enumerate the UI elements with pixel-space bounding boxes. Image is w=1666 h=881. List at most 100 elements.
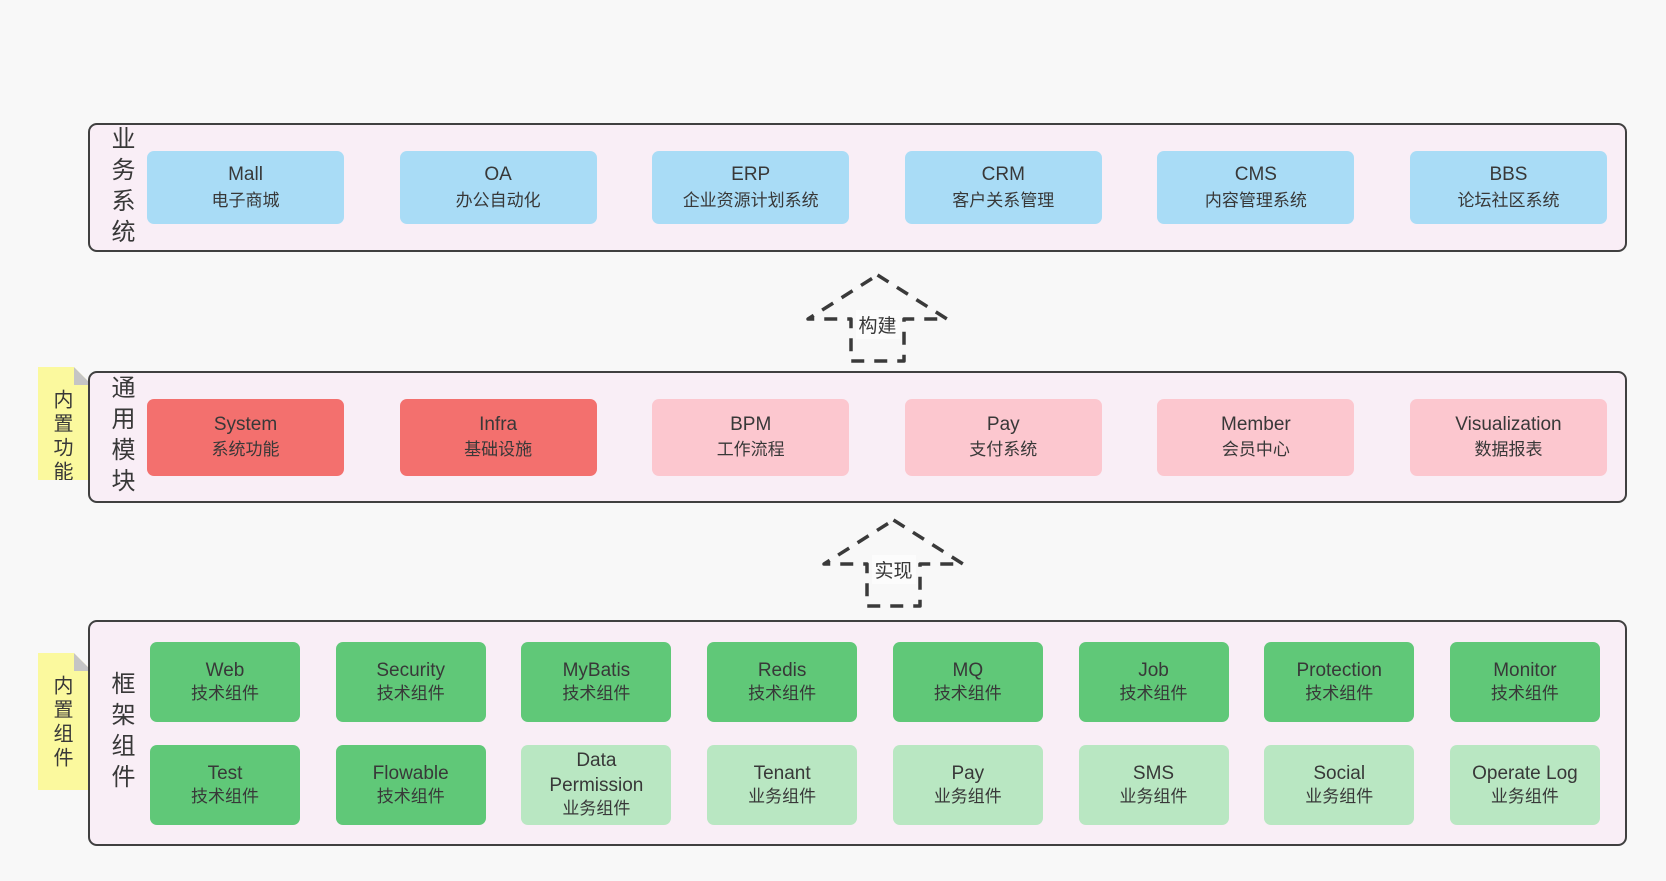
box-rows: Mall 电子商城 OA 办公自动化 ERP 企业资源计划系统 CRM 客户关系管理 CMS 内容… xyxy=(90,125,1625,250)
module-description: 客户关系管理 xyxy=(952,190,1055,210)
module-description: 电子商城 xyxy=(211,190,280,210)
module-name: ERP xyxy=(731,164,771,186)
dashed-up-arrow-icon xyxy=(822,518,965,608)
module-box-system: System 系统功能 xyxy=(147,398,344,476)
module-box-cms: CMS 内容管理系统 xyxy=(1157,151,1355,224)
module-name: Operate Log xyxy=(1472,762,1578,784)
module-description: 技术组件 xyxy=(1305,683,1374,703)
module-description: 业务组件 xyxy=(562,799,631,819)
module-box-infra: Infra 基础设施 xyxy=(399,398,597,476)
module-name: CRM xyxy=(981,164,1025,186)
module-name: Protection xyxy=(1296,659,1382,681)
module-description: 技术组件 xyxy=(1490,683,1559,703)
module-name: Pay xyxy=(951,762,985,784)
section-common-modules: 通用模块 System 系统功能 Infra 基础设施 BPM 工作流程 Pay 支付系统 Me… xyxy=(88,371,1627,503)
module-name: Pay xyxy=(986,413,1020,435)
module-description: 业务组件 xyxy=(1305,786,1374,806)
module-description: 业务组件 xyxy=(1119,786,1188,806)
module-description: 办公自动化 xyxy=(455,190,541,210)
module-description: 技术组件 xyxy=(376,683,445,703)
module-description: 企业资源计划系统 xyxy=(682,190,819,210)
sticky-note-label: 内置组件 xyxy=(50,675,73,771)
module-description: 论坛社区系统 xyxy=(1457,190,1560,210)
module-description: 内容管理系统 xyxy=(1204,190,1307,210)
module-name: SMS xyxy=(1132,762,1175,784)
module-description: 系统功能 xyxy=(211,440,280,460)
module-description: 业务组件 xyxy=(933,786,1002,806)
module-description: 会员中心 xyxy=(1221,440,1290,460)
module-description: 业务组件 xyxy=(748,786,817,806)
module-box-visualization: Visualization 数据报表 xyxy=(1409,398,1607,476)
module-box-oa: OA 办公自动化 xyxy=(399,151,597,224)
dashed-up-arrow-icon xyxy=(806,273,949,363)
box-row: System 系统功能 Infra 基础设施 BPM 工作流程 Pay 支付系统 Member 会… xyxy=(147,398,1607,476)
module-name: Job xyxy=(1138,659,1169,681)
sticky-note-builtin-components: 内置组件 xyxy=(38,653,92,790)
module-name: CMS xyxy=(1234,164,1277,186)
arrow-implement: 实现 xyxy=(821,517,966,609)
arrow-build: 构建 xyxy=(805,272,950,364)
module-name: Mall xyxy=(228,164,263,186)
module-description: 业务组件 xyxy=(1490,786,1559,806)
module-name: OA xyxy=(484,164,512,186)
module-box-crm: CRM 客户关系管理 xyxy=(904,151,1102,224)
module-name: Visualization xyxy=(1455,413,1562,435)
module-box-member: Member 会员中心 xyxy=(1157,398,1355,476)
module-description: 技术组件 xyxy=(191,683,259,703)
arrow-label: 实现 xyxy=(871,555,916,584)
module-description: 技术组件 xyxy=(933,683,1002,703)
section-label: 业务系统 xyxy=(107,125,134,250)
module-name: System xyxy=(213,413,278,435)
module-description: 技术组件 xyxy=(1119,683,1188,703)
module-box-bbs: BBS 论坛社区系统 xyxy=(1409,151,1607,224)
module-name: Data Permission xyxy=(549,750,644,797)
module-description: 工作流程 xyxy=(716,440,785,460)
box-row: Mall 电子商城 OA 办公自动化 ERP 企业资源计划系统 CRM 客户关系管理 CMS 内容… xyxy=(147,151,1607,224)
module-box-bpm: BPM 工作流程 xyxy=(652,398,850,476)
module-name: Security xyxy=(376,659,446,681)
module-box-pay: Pay 支付系统 xyxy=(904,398,1102,476)
module-name: Test xyxy=(207,762,243,784)
module-name: MQ xyxy=(952,659,984,681)
module-name: Web xyxy=(205,659,245,681)
module-description: 数据报表 xyxy=(1474,440,1543,460)
module-name: BBS xyxy=(1489,164,1528,186)
module-description: 技术组件 xyxy=(191,786,259,806)
module-name: Member xyxy=(1221,413,1291,435)
module-name: Monitor xyxy=(1493,659,1557,681)
sticky-note-label: 内置功能 xyxy=(50,389,73,485)
module-name: MyBatis xyxy=(562,659,631,681)
section-label: 通用模块 xyxy=(107,375,134,499)
module-name: Flowable xyxy=(372,762,449,784)
sticky-note-builtin-features: 内置功能 xyxy=(38,367,92,480)
module-description: 基础设施 xyxy=(464,440,533,460)
module-name: Social xyxy=(1313,762,1366,784)
module-description: 技术组件 xyxy=(376,786,445,806)
module-name: BPM xyxy=(730,413,772,435)
module-name: Infra xyxy=(479,413,518,435)
module-description: 技术组件 xyxy=(748,683,817,703)
module-box-erp: ERP 企业资源计划系统 xyxy=(652,151,850,224)
module-box-mall: Mall 电子商城 xyxy=(147,151,344,224)
module-description: 支付系统 xyxy=(969,440,1038,460)
